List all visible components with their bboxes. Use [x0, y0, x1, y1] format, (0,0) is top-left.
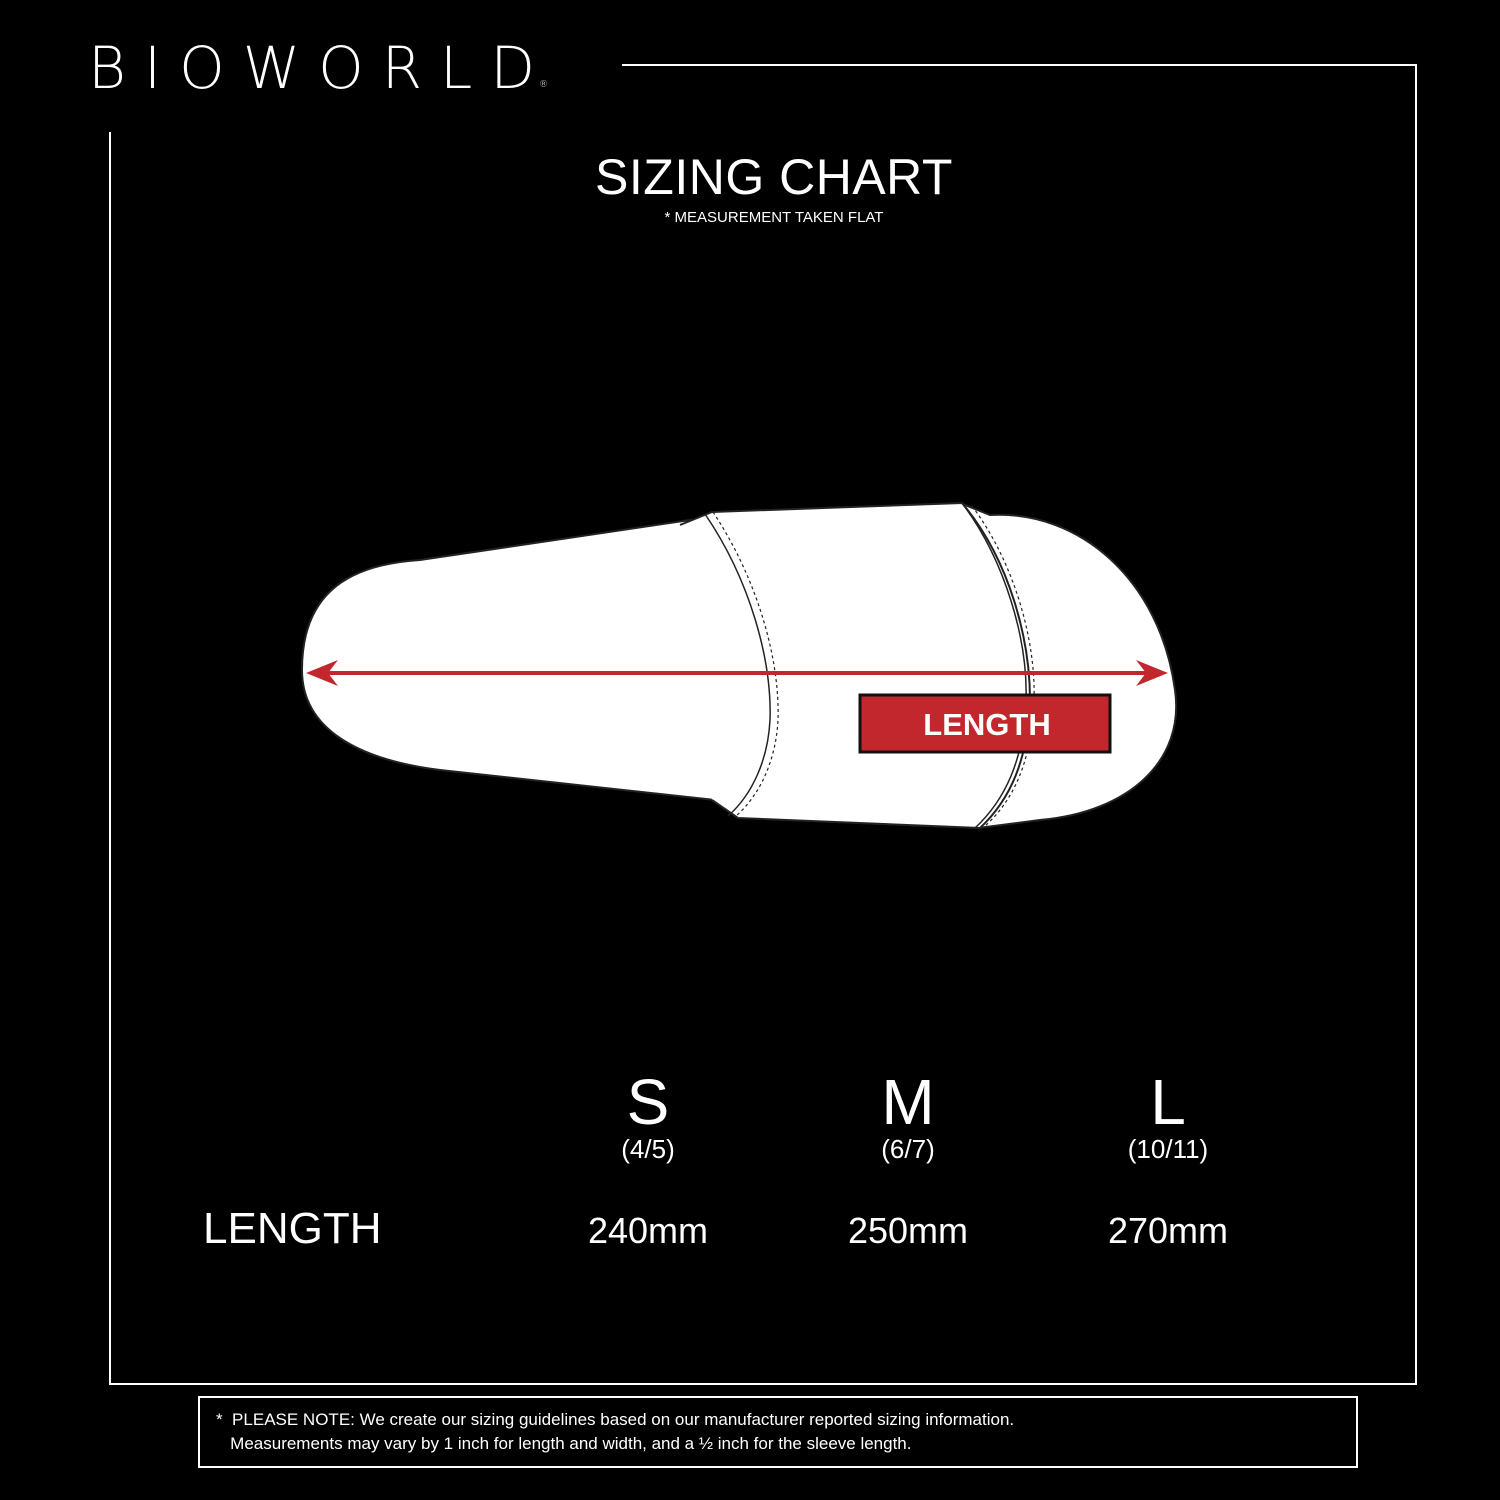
sizing-note: * PLEASE NOTE: We create our sizing guid…	[198, 1396, 1358, 1468]
note-line-2: Measurements may vary by 1 inch for leng…	[216, 1434, 912, 1453]
length-label: LENGTH	[923, 707, 1050, 742]
length-row-label: LENGTH	[203, 1204, 382, 1253]
arrow-head-left	[306, 660, 338, 686]
page-subtitle: * MEASUREMENT TAKEN FLAT	[664, 209, 884, 226]
page-title: SIZING CHART	[595, 149, 953, 205]
size-column-s: S (4/5)	[528, 1070, 768, 1164]
size-letter: S	[626, 1066, 670, 1138]
size-range: (10/11)	[1127, 1134, 1209, 1164]
brand-logo: BIOWORLD®	[88, 34, 554, 102]
size-letter: L	[1150, 1066, 1186, 1138]
arrow-head-right	[1136, 660, 1168, 686]
length-value-m: 250mm	[847, 1210, 969, 1251]
size-range: (4/5)	[621, 1134, 675, 1164]
size-letter: M	[881, 1066, 935, 1138]
size-range: (6/7)	[881, 1134, 935, 1164]
size-column-l: L (10/11)	[1048, 1070, 1288, 1164]
length-label-box	[858, 693, 1112, 754]
size-column-m: M (6/7)	[788, 1070, 1028, 1164]
note-line-1: * PLEASE NOTE: We create our sizing guid…	[216, 1410, 1015, 1429]
slide-strap	[679, 501, 1032, 830]
length-value-s: 240mm	[587, 1210, 709, 1251]
length-value-l: 270mm	[1107, 1210, 1229, 1251]
